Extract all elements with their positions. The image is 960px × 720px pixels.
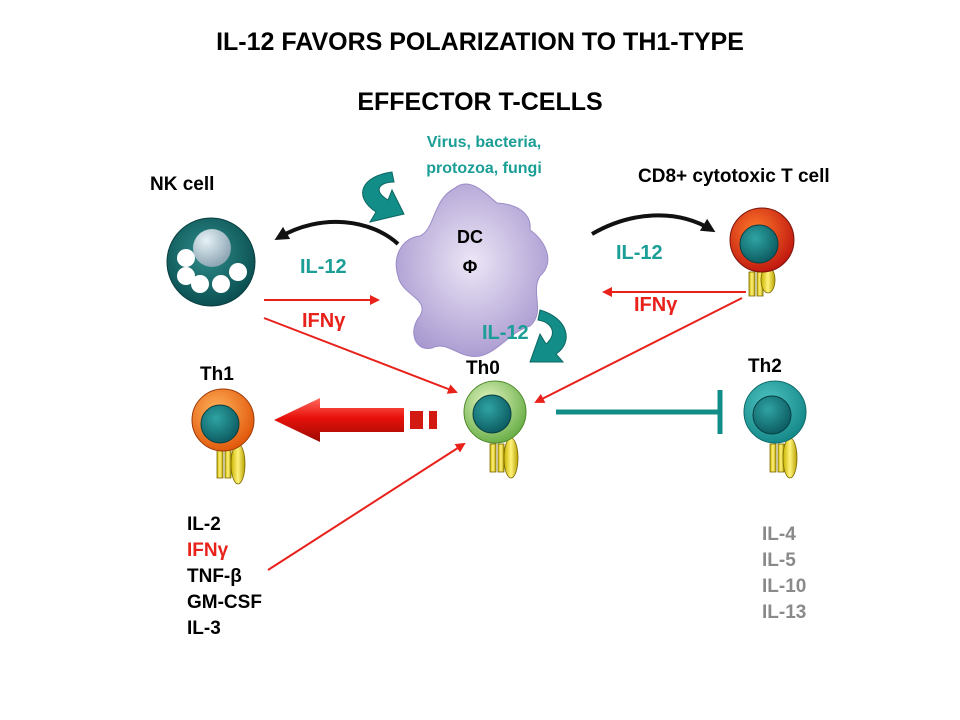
th0-cell — [463, 380, 527, 479]
ifn-right-label: IFNγ — [634, 294, 678, 316]
th1-receptor — [216, 449, 224, 479]
cd8-cell-label: CD8+ cytotoxic T cell — [638, 166, 830, 187]
th0-receptor — [503, 437, 519, 479]
cd8-to-th0-arrow — [534, 297, 743, 403]
pathogens-line-1: Virus, bacteria, — [426, 134, 542, 151]
th2-cytokine-list: IL-4 IL-5 IL-10 IL-13 — [762, 522, 806, 626]
cd8-receptor — [748, 271, 756, 297]
th1-nucleus — [200, 404, 240, 444]
nk-granule — [177, 249, 195, 267]
th2-cytokine: IL-4 — [762, 524, 796, 545]
th2-cytokine: IL-10 — [762, 576, 807, 597]
th1-cytokine: IL-3 — [187, 618, 221, 639]
dc-to-nk-arrow — [274, 219, 400, 246]
th1-cytokine: IL-2 — [187, 514, 221, 535]
th0-label: Th0 — [466, 358, 500, 379]
nk-granule — [229, 263, 247, 281]
th2-label: Th2 — [748, 356, 782, 377]
th2-receptor — [782, 437, 798, 479]
ifn-left-label: IFNγ — [302, 310, 346, 332]
th1-receptor — [230, 443, 246, 485]
nk-granule — [177, 267, 195, 285]
th1-ifn-to-th0-arrow — [267, 442, 466, 571]
cd8-cell — [729, 207, 795, 297]
th2-cell — [743, 380, 807, 479]
dc-label: DC — [457, 227, 483, 247]
th1-cytokine: IFNγ — [187, 540, 229, 561]
il12-right-label: IL-12 — [616, 242, 663, 264]
nk-cell-label: NK cell — [150, 174, 215, 195]
th0-receptor — [489, 443, 497, 473]
dc-to-cd8-arrow — [590, 213, 716, 236]
th1-cytokine: GM-CSF — [187, 592, 262, 613]
th1-cytokine-list: IL-2 IFNγ TNF-β GM-CSF IL-3 — [187, 512, 262, 642]
th2-receptor — [769, 443, 777, 473]
dendritic-cell-body — [395, 183, 549, 357]
th0-nucleus — [472, 394, 512, 434]
pathogens-line-2: protozoa, fungi — [426, 160, 542, 177]
nk-cell — [166, 217, 256, 307]
th2-inhibition-bar — [556, 390, 723, 434]
th2-cytokine: IL-5 — [762, 550, 796, 571]
title-line-1: IL-12 FAVORS POLARIZATION TO TH1-TYPE — [216, 28, 744, 56]
polarization-arrow — [274, 398, 437, 442]
nk-granule — [212, 275, 230, 293]
title-line-2: EFFECTOR T-CELLS — [357, 88, 603, 116]
th0-receptor — [497, 443, 505, 473]
dc-to-th0-arrow-icon — [529, 309, 567, 363]
nk-granule — [191, 275, 209, 293]
th1-receptor — [224, 449, 232, 479]
th1-cytokine: TNF-β — [187, 566, 242, 587]
th1-cell — [191, 388, 255, 485]
nk-to-th0-arrow — [263, 317, 458, 394]
th2-cytokine: IL-13 — [762, 602, 807, 623]
il12-center-label: IL-12 — [482, 322, 529, 344]
th2-nucleus — [752, 395, 792, 435]
dc-phi-label: Φ — [462, 257, 478, 277]
cd8-nucleus — [739, 224, 779, 264]
il12-left-label: IL-12 — [300, 256, 347, 278]
th1-label: Th1 — [200, 364, 234, 385]
pathogen-arrow-icon — [362, 171, 405, 223]
nk-nucleus — [193, 229, 231, 267]
